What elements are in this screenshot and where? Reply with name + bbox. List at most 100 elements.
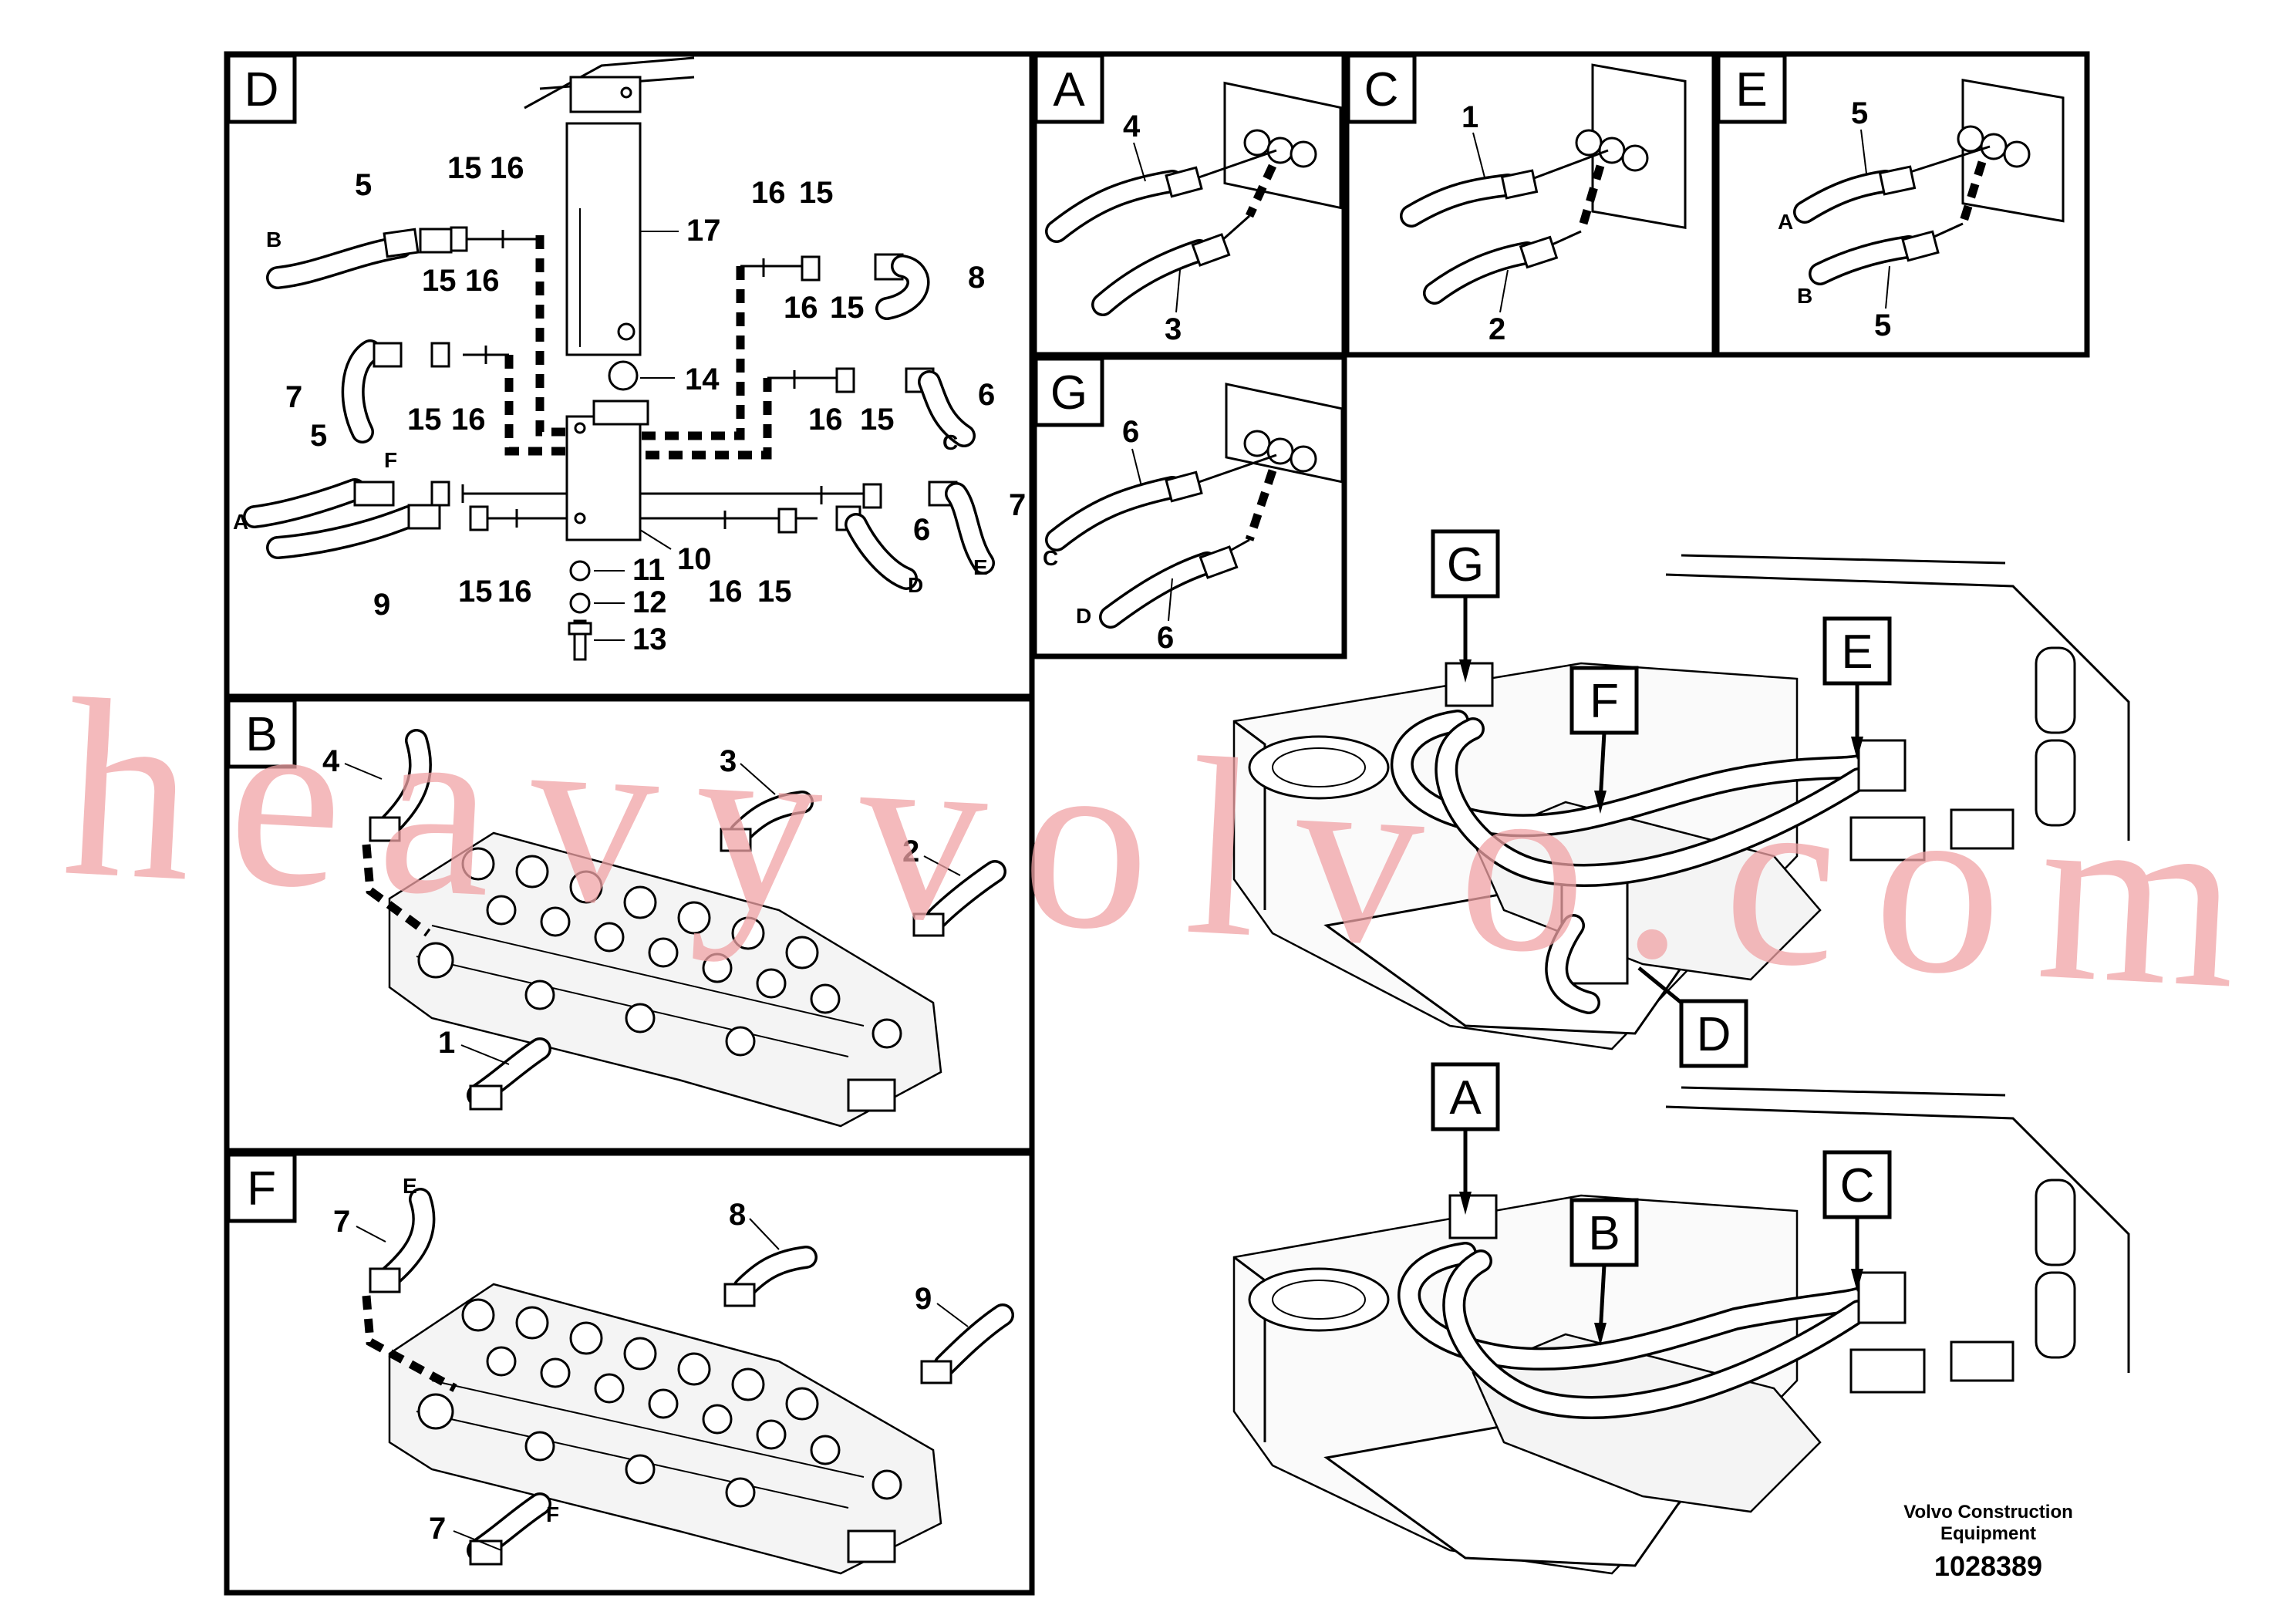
svg-text:D: D (244, 63, 279, 116)
svg-text:10: 10 (677, 542, 712, 576)
svg-text:C: C (942, 430, 958, 454)
panel-b-valve: 4 3 2 1 (322, 729, 1006, 1128)
svg-text:D: D (1697, 1008, 1731, 1061)
svg-text:2: 2 (902, 835, 919, 868)
document-number: 1028389 (1934, 1550, 2042, 1582)
svg-text:C: C (1043, 546, 1058, 570)
panel-f-valve: 7 8 9 7 E F (333, 1174, 1014, 1575)
svg-text:F: F (384, 448, 397, 472)
svg-text:15: 15 (830, 291, 865, 325)
svg-text:5: 5 (355, 168, 372, 202)
svg-text:6: 6 (913, 513, 930, 547)
svg-text:5: 5 (1851, 96, 1868, 130)
overview-tag-g (1431, 529, 1500, 599)
svg-text:16: 16 (465, 264, 500, 298)
svg-text:2: 2 (1489, 312, 1505, 346)
svg-text:7: 7 (333, 1205, 350, 1239)
svg-text:1: 1 (1462, 100, 1478, 134)
svg-text:16: 16 (808, 403, 843, 437)
svg-text:16: 16 (451, 403, 486, 437)
svg-text:15: 15 (422, 264, 457, 298)
svg-text:A: A (1778, 210, 1793, 234)
svg-text:1: 1 (438, 1026, 455, 1060)
svg-text:B: B (1588, 1207, 1620, 1260)
svg-text:8: 8 (968, 261, 985, 295)
svg-text:15: 15 (407, 403, 442, 437)
overview-tag-f (1569, 666, 1639, 735)
svg-text:16: 16 (490, 151, 524, 185)
valve-port-bolts (417, 847, 902, 1057)
svg-text:D: D (1076, 604, 1091, 628)
svg-text:17: 17 (686, 214, 721, 248)
svg-text:6: 6 (978, 378, 995, 412)
overview-tag-e (1822, 616, 1892, 686)
svg-text:7: 7 (429, 1512, 446, 1546)
svg-text:D: D (908, 573, 923, 597)
svg-text:G: G (1447, 538, 1484, 592)
panel-tag-a: A (1033, 53, 1104, 124)
overview-lower: A B C (1232, 1062, 2130, 1575)
svg-text:E: E (1735, 63, 1767, 116)
svg-text:F: F (247, 1162, 276, 1216)
overview-tag-d (1679, 999, 1748, 1068)
svg-text:B: B (266, 228, 282, 251)
caption-line2: Equipment (1940, 1523, 2036, 1544)
svg-text:16: 16 (784, 291, 818, 325)
svg-text:6: 6 (1157, 621, 1174, 655)
panel-tag-d: D (226, 53, 297, 124)
svg-text:16: 16 (497, 575, 532, 609)
svg-text:16: 16 (708, 575, 743, 609)
svg-text:E: E (1841, 626, 1873, 679)
svg-text:B: B (245, 708, 277, 761)
svg-text:13: 13 (632, 622, 667, 656)
svg-text:15: 15 (447, 151, 482, 185)
svg-text:F: F (1590, 675, 1619, 728)
svg-text:15: 15 (799, 176, 834, 210)
panel-a-detail: 4 3 (1045, 81, 1342, 346)
svg-text:C: C (1840, 1159, 1875, 1212)
overview-tag-b (1569, 1198, 1639, 1267)
caption-line1: Volvo Construction (1903, 1502, 2073, 1523)
svg-text:4: 4 (1123, 110, 1141, 143)
panel-c-detail: 1 2 (1400, 63, 1687, 346)
svg-text:14: 14 (685, 363, 720, 396)
panel-tag-f: F (226, 1152, 297, 1223)
panel-tag-b: B (226, 698, 297, 769)
overview-tag-a (1431, 1062, 1500, 1131)
svg-text:G: G (1050, 366, 1087, 420)
valve-port-bolts-f (417, 1298, 902, 1508)
svg-text:C: C (1364, 63, 1399, 116)
svg-text:E: E (973, 555, 988, 579)
svg-text:A: A (233, 510, 248, 534)
svg-text:16: 16 (751, 176, 786, 210)
svg-text:8: 8 (729, 1198, 746, 1232)
svg-text:A: A (1053, 63, 1085, 116)
svg-text:B: B (1797, 284, 1812, 308)
svg-text:5: 5 (1874, 309, 1891, 342)
panel-g-detail: 6 6 C D (1043, 383, 1344, 655)
panel-e-detail: 5 5 A B (1778, 78, 2065, 342)
svg-text:5: 5 (310, 419, 327, 453)
svg-text:9: 9 (373, 588, 390, 622)
svg-text:E: E (403, 1174, 417, 1198)
svg-text:7: 7 (1009, 488, 1026, 522)
svg-text:12: 12 (632, 585, 667, 619)
svg-text:15: 15 (458, 575, 493, 609)
svg-text:A: A (1449, 1071, 1482, 1125)
svg-text:F: F (546, 1502, 559, 1526)
svg-text:11: 11 (632, 553, 665, 587)
overview-upper: G F E D (1232, 529, 2130, 1068)
svg-text:3: 3 (720, 744, 737, 778)
svg-text:7: 7 (285, 380, 302, 414)
panel-tag-e: E (1716, 53, 1787, 124)
svg-text:15: 15 (757, 575, 792, 609)
svg-text:3: 3 (1165, 312, 1182, 346)
panel-tag-c: C (1346, 53, 1417, 124)
panel-tag-g: G (1033, 356, 1104, 427)
svg-text:4: 4 (322, 744, 340, 778)
svg-text:9: 9 (915, 1282, 932, 1316)
svg-text:15: 15 (860, 403, 895, 437)
svg-text:6: 6 (1122, 415, 1139, 449)
panel-d-schematic: 5 15 16 15 16 17 16 15 8 16 15 14 6 7 5 … (233, 56, 1026, 661)
